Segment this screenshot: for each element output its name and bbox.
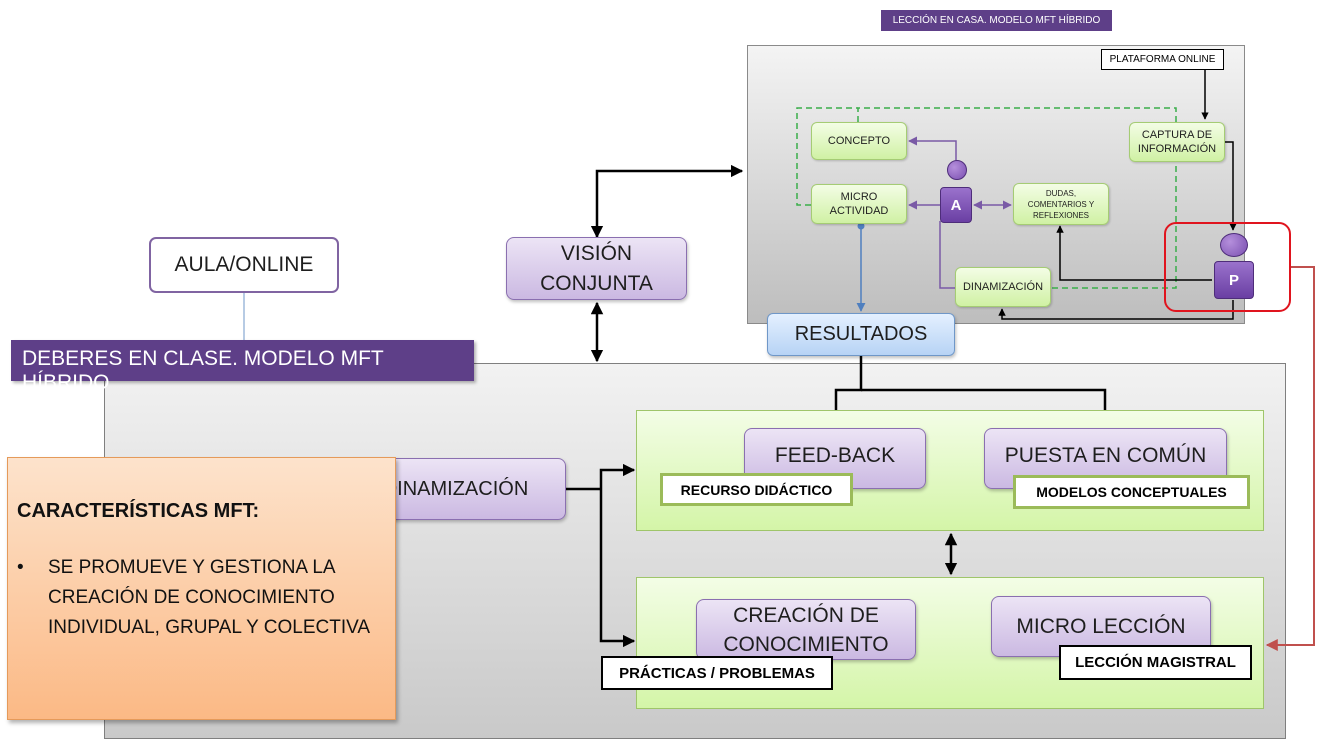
- resultados-box[interactable]: RESULTADOS: [767, 313, 955, 356]
- dashed-feedback-loop: [857, 107, 1177, 289]
- plataforma-online-label: PLATAFORMA ONLINE: [1101, 49, 1224, 70]
- captura-to-profesor-arrow: [1225, 141, 1237, 231]
- leccion-magistral-label: LECCIÓN MAGISTRAL: [1059, 645, 1252, 680]
- profesor-head-icon: [1220, 233, 1248, 257]
- creacion-conocimiento-box[interactable]: CREACIÓN DE CONOCIMIENTO: [696, 599, 916, 660]
- microact-dot: [857, 222, 865, 230]
- profesor-body-icon: P: [1214, 261, 1254, 299]
- vision-to-online-arrow: [590, 164, 744, 239]
- vision-conjunta-box[interactable]: VISIÓN CONJUNTA: [506, 237, 687, 300]
- caracteristicas-title: CARACTERÍSTICAS MFT:: [17, 500, 260, 522]
- dashed-left-loop: [796, 107, 858, 206]
- alumno-head-icon: [947, 160, 967, 180]
- profesor-dudas-arrow: [1056, 225, 1212, 281]
- caracteristicas-box: CARACTERÍSTICAS MFT: • SE PROMUEVE Y GES…: [7, 457, 396, 720]
- recurso-didactico-label: RECURSO DIDÁCTICO: [660, 473, 853, 506]
- alumno-body-icon: A: [940, 187, 972, 223]
- resultados-trunk: [829, 356, 863, 426]
- bottom-title: DEBERES EN CLASE. MODELO MFT HÍBRIDO: [11, 340, 474, 394]
- dudas-box[interactable]: DUDAS, COMENTARIOS Y REFLEXIONES: [1013, 183, 1109, 225]
- profesor-figure: P: [1214, 233, 1254, 299]
- dinamizacion-to-feedback-arrow: [599, 463, 636, 489]
- caracteristicas-item-text: SE PROMUEVE Y GESTIONA LA CREACIÓN DE CO…: [48, 557, 371, 638]
- captura-box[interactable]: CAPTURA DE INFORMACIÓN: [1129, 122, 1225, 162]
- profesor-highlight: [1164, 222, 1291, 312]
- concepto-box[interactable]: CONCEPTO: [811, 122, 907, 160]
- alumno-figure: A: [940, 160, 972, 223]
- caracteristicas-item: • SE PROMUEVE Y GESTIONA LA CREACIÓN DE …: [17, 553, 385, 643]
- bullet-icon: •: [17, 557, 24, 578]
- alumno-to-concepto-arrow: [908, 136, 957, 160]
- modelos-conceptuales-label: MODELOS CONCEPTUALES: [1013, 475, 1250, 509]
- dinamizacion-online-box[interactable]: DINAMIZACIÓN: [955, 267, 1051, 307]
- dinamizacion-to-creation-arrow: [599, 489, 636, 648]
- alumno-dinamizacion-line: [939, 221, 955, 289]
- profesor-to-microleccion-arrow: [1265, 266, 1315, 651]
- micro-actividad-box[interactable]: MICRO ACTIVIDAD: [811, 184, 907, 224]
- aula-online-box[interactable]: AULA/ONLINE: [149, 237, 339, 293]
- top-title: LECCIÓN EN CASA. MODELO MFT HÍBRIDO: [881, 10, 1112, 31]
- practicas-problemas-label: PRÁCTICAS / PROBLEMAS: [601, 656, 833, 690]
- profesor-dinamizacion-arrow: [998, 300, 1234, 320]
